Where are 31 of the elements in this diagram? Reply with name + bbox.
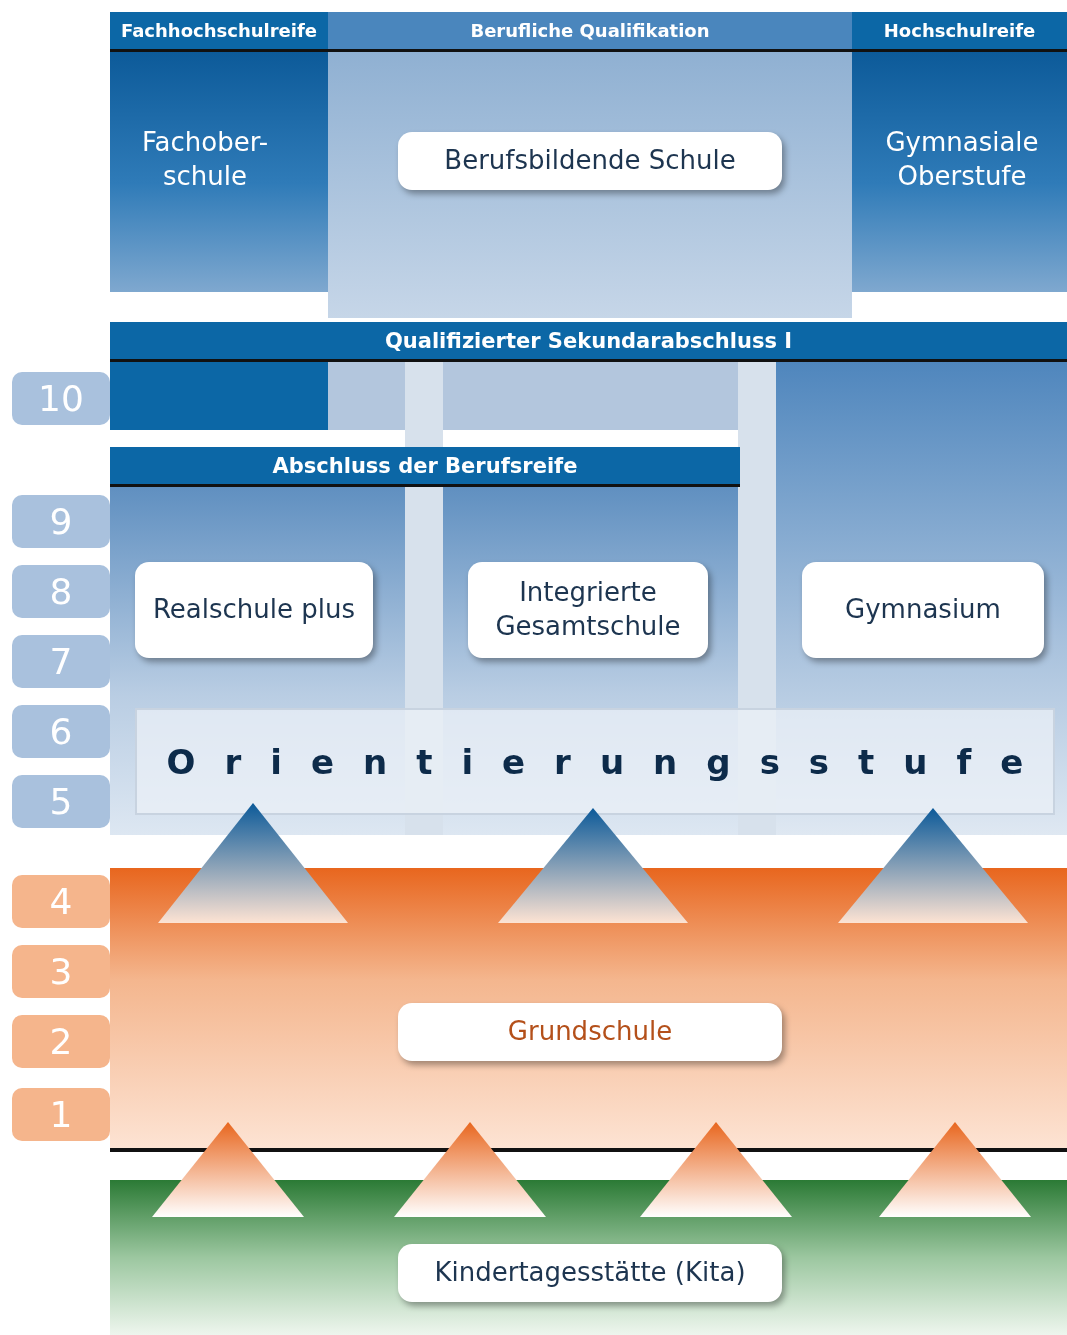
triangle-marker bbox=[640, 1122, 792, 1217]
grade-tab: 3 bbox=[12, 945, 110, 998]
grade-tab: 2 bbox=[12, 1015, 110, 1068]
grade-tab: 9 bbox=[12, 495, 110, 548]
triangle-marker bbox=[879, 1122, 1031, 1217]
header-band: Fachhochschulreife bbox=[110, 12, 328, 52]
grade-tab: 6 bbox=[12, 705, 110, 758]
school-box: Grundschule bbox=[398, 1003, 782, 1061]
header-band: Hochschulreife bbox=[852, 12, 1067, 52]
grade-tab: 7 bbox=[12, 635, 110, 688]
grade-tab: 10 bbox=[12, 372, 110, 425]
grade-tab: 8 bbox=[12, 565, 110, 618]
grade-tab: 4 bbox=[12, 875, 110, 928]
column-title: Gymnasiale Oberstufe bbox=[862, 110, 1062, 210]
school-box: Kindertagesstätte (Kita) bbox=[398, 1244, 782, 1302]
grade-tab: 5 bbox=[12, 775, 110, 828]
column-title: Fachober- schule bbox=[130, 110, 280, 210]
school-box: Integrierte Gesamtschule bbox=[468, 562, 708, 658]
certificate-band: Abschluss der Berufsreife bbox=[110, 447, 740, 487]
triangle-marker bbox=[498, 808, 688, 923]
school-box: Realschule plus bbox=[135, 562, 373, 658]
triangle-marker bbox=[152, 1122, 304, 1217]
triangle-marker bbox=[158, 803, 348, 923]
school-box: Gymnasium bbox=[802, 562, 1044, 658]
triangle-marker bbox=[838, 808, 1028, 923]
grade-tab: 1 bbox=[12, 1088, 110, 1141]
stage-title: Orientierungsstufe bbox=[165, 741, 1053, 782]
triangle-marker bbox=[394, 1122, 546, 1217]
header-band: Berufliche Qualifikation bbox=[328, 12, 852, 52]
certificate-band: Qualifizierter Sekundarabschluss I bbox=[110, 322, 1067, 362]
school-box: Berufsbildende Schule bbox=[398, 132, 782, 190]
